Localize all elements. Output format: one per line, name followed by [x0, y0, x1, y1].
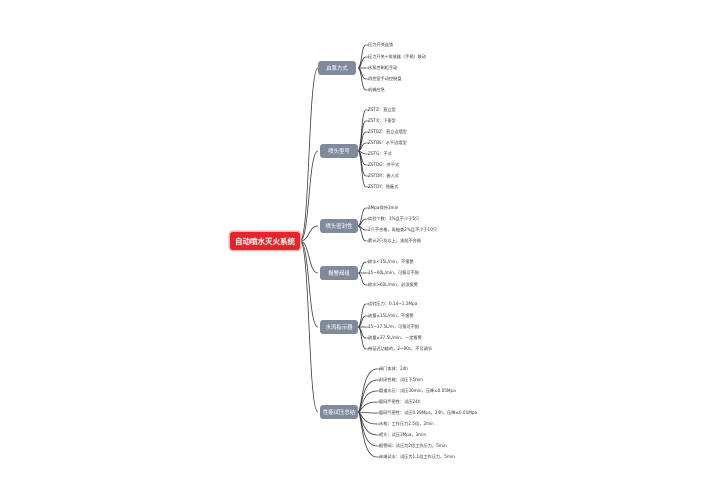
list-item: ZSTDR：嵌入式 — [368, 173, 399, 178]
leaf-connector — [357, 44, 367, 69]
list-item: 管网严密性：试压24h — [379, 399, 421, 404]
leaf-connector — [357, 272, 367, 286]
list-item: 机械应急 — [368, 87, 385, 92]
branch-sprinkler-model[interactable]: 喷头型号 — [320, 144, 358, 158]
leaf-connector — [357, 326, 367, 350]
leaf-connector — [357, 411, 378, 458]
list-item: ZSTBS：水平边墙型 — [368, 140, 407, 145]
list-item: 管网气密性：试压0.28Mpa，24h，压降≤0.01Mpa — [379, 410, 478, 415]
leaf-connector — [357, 225, 367, 242]
list-item: 封闭性能：试压下5min — [379, 377, 424, 382]
list-item: ZSTDY：隐蔽式 — [368, 184, 399, 189]
list-item: 除水>60L/min，必须报警 — [368, 282, 418, 287]
list-item: 管道水压：试压30min，压降≤0.05Mpa — [379, 388, 456, 393]
list-item: 3Mpa保持3min — [368, 205, 399, 210]
leaf-connector — [357, 207, 367, 227]
leaf-connector — [357, 150, 367, 188]
list-item: 压力开关+排放器（手柄）联动 — [368, 54, 426, 59]
list-item: ZSTBZ：直立边墙型 — [368, 129, 407, 134]
branch-start-method[interactable]: 启泵方式 — [318, 61, 356, 75]
root-connector — [299, 240, 319, 274]
list-item: 压力开关连锁 — [368, 42, 394, 47]
leaf-connector — [357, 411, 378, 414]
list-item: ZSTG：干式 — [368, 151, 392, 156]
branch-sprinkler-seal[interactable]: 喷头密封性 — [320, 219, 358, 233]
list-item: 带延迟功能的，2~90s，不可调节 — [368, 346, 432, 351]
list-item: 1只不合格，再抽查2%且不少于10只 — [368, 227, 438, 232]
list-item: 流量≥37.5L/min，一定报警 — [368, 335, 422, 340]
leaf-connector — [357, 261, 367, 274]
root-connector — [299, 240, 319, 413]
leaf-connector — [357, 67, 367, 91]
list-item: 消控室手动控制盘 — [368, 76, 402, 81]
root-connector — [299, 67, 319, 242]
list-item: 试验压力：0.14~1.2Mpa — [368, 301, 418, 306]
leaf-connector — [357, 109, 367, 152]
list-item: 实验个数：1%且不少于5只 — [368, 216, 420, 221]
leaf-connector — [357, 303, 367, 328]
list-item: ZSTX：下垂型 — [368, 118, 396, 123]
list-item: 15~60L/min，可报可不报 — [368, 270, 419, 275]
root-connector — [299, 225, 319, 242]
list-item: 喷头：试压3Mpa，3min — [379, 432, 427, 437]
list-item: 水泵控制柜手动 — [368, 65, 398, 70]
list-item: 水枪：工作压力2.5倍，2min — [379, 421, 434, 426]
branch-pressure-test-summary[interactable]: 性能试压总结 — [320, 405, 358, 419]
list-item: 报警阀：试压为2倍工作压力，5min — [379, 443, 447, 448]
list-item: 除水<15L/min，不报警 — [368, 259, 414, 264]
list-item: ZSTZ：直立型 — [368, 107, 396, 112]
list-item: 流量≤15L/min，不报警 — [368, 313, 414, 318]
list-item: 15~37.5L/m，可报可不报 — [368, 324, 420, 329]
branch-flow-indicator[interactable]: 水流指示器 — [320, 320, 358, 334]
root-connector — [299, 150, 319, 242]
root-node[interactable]: 自动喷水灭火系统 — [230, 232, 300, 250]
branch-alarm-valve[interactable]: 报警阀组 — [320, 266, 358, 280]
list-item: ZSTDG：齐平式 — [368, 162, 400, 167]
list-item: 末端试水：试压为1.1倍工作压力，5min — [379, 454, 455, 459]
root-connector — [299, 240, 319, 328]
list-item: 阀门本体：24h — [379, 366, 408, 371]
list-item: 累计2只及以上，该批不合格 — [368, 238, 421, 243]
